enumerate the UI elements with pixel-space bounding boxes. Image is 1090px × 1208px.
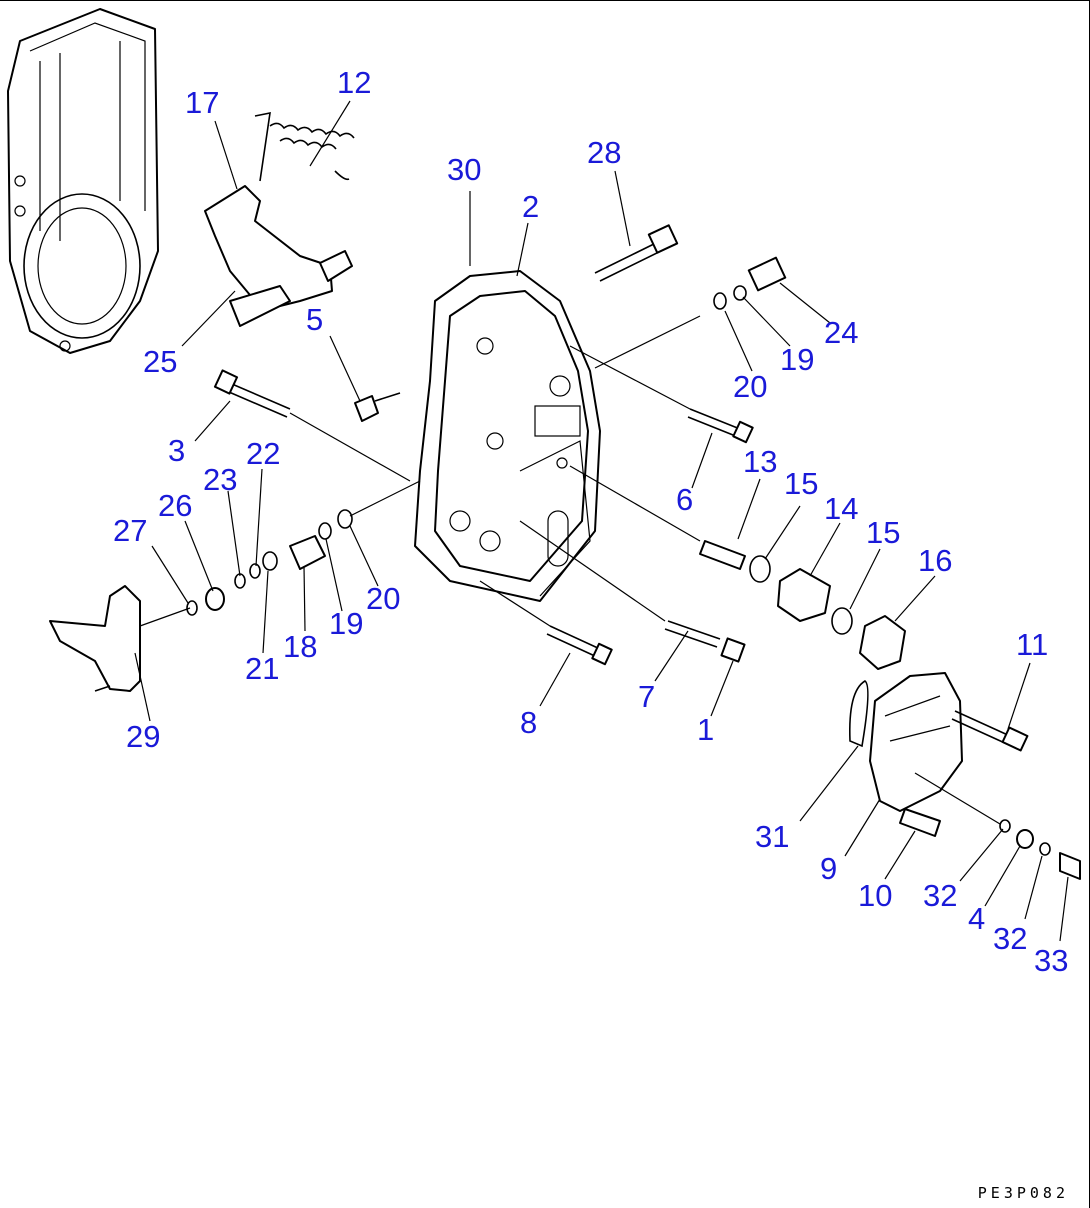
callout-9: 9 (820, 851, 838, 886)
callout-17: 17 (185, 85, 220, 120)
callout-31: 31 (755, 819, 790, 854)
callout-15-top: 15 (784, 466, 819, 501)
callout-2: 2 (522, 189, 540, 224)
callout-19-left: 19 (329, 606, 364, 641)
callout-29: 29 (126, 719, 161, 754)
callout-3: 3 (168, 433, 186, 468)
leader-lines (134, 100, 1069, 942)
lever-assembly-part (204, 111, 355, 327)
link-part (49, 585, 141, 692)
callout-4: 4 (968, 901, 986, 936)
callout-27: 27 (113, 513, 148, 548)
callout-25: 25 (143, 344, 178, 379)
callout-14: 14 (824, 491, 859, 526)
callout-22: 22 (246, 436, 281, 471)
callout-24: 24 (824, 315, 859, 350)
rear-cover-part (848, 672, 1081, 880)
callout-30: 30 (447, 152, 482, 187)
callout-33: 33 (1034, 943, 1069, 978)
callout-23: 23 (203, 462, 238, 497)
housing-part (7, 8, 159, 354)
callout-20-top: 20 (733, 369, 768, 404)
cover-part (414, 270, 601, 602)
callout-16: 16 (918, 543, 953, 578)
callout-7: 7 (638, 679, 656, 714)
callout-18: 18 (283, 629, 318, 664)
callout-28: 28 (587, 135, 622, 170)
callout-6: 6 (676, 482, 694, 517)
callout-15-bottom: 15 (866, 515, 901, 550)
callout-1: 1 (697, 712, 715, 747)
callout-21: 21 (245, 651, 280, 686)
callout-8: 8 (520, 705, 538, 740)
drawing-code: PE3P082 (977, 1184, 1069, 1202)
callout-10: 10 (858, 878, 893, 913)
fasteners (186, 224, 906, 670)
callout-13: 13 (743, 444, 778, 479)
callout-26: 26 (158, 488, 193, 523)
callout-12: 12 (337, 65, 372, 100)
callout-19-top: 19 (780, 342, 815, 377)
callout-32-right: 32 (993, 921, 1028, 956)
callout-20-left: 20 (366, 581, 401, 616)
callout-32-left: 32 (923, 878, 958, 913)
callout-5: 5 (306, 302, 324, 337)
callout-11: 11 (1016, 627, 1049, 662)
